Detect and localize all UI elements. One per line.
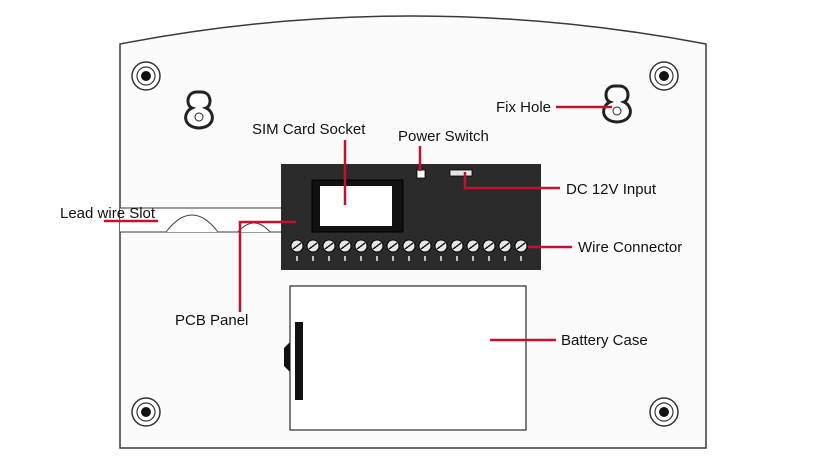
label-fix-hole: Fix Hole — [496, 99, 551, 116]
terminal-screw — [466, 239, 480, 261]
battery-clip — [295, 322, 303, 400]
keyhole-fix-hole-right — [602, 84, 632, 124]
terminal-screw — [386, 239, 400, 261]
pcb-panel — [281, 164, 541, 270]
terminal-screw — [434, 239, 448, 261]
label-pcb-panel: PCB Panel — [175, 312, 248, 329]
terminal-screw — [290, 239, 304, 261]
label-power-switch: Power Switch — [398, 128, 489, 145]
label-battery-case: Battery Case — [561, 332, 648, 349]
terminal-screw — [514, 239, 528, 261]
power-switch — [416, 169, 426, 179]
terminal-screw — [306, 239, 320, 261]
wire-connector-terminals — [290, 239, 528, 261]
terminal-screw — [338, 239, 352, 261]
terminal-screw — [482, 239, 496, 261]
terminal-screw — [450, 239, 464, 261]
terminal-screw — [418, 239, 432, 261]
sim-card-slot — [320, 186, 392, 226]
corner-screw-top-left — [131, 61, 161, 91]
corner-screw-top-right — [649, 61, 679, 91]
battery-case — [284, 285, 527, 431]
battery-tab — [284, 342, 290, 372]
leader-pcb-panel — [238, 220, 296, 312]
leader-lines — [104, 105, 612, 342]
keyhole-fix-hole-left — [184, 90, 214, 130]
label-wire-connector: Wire Connector — [578, 239, 682, 256]
dc-input-jack — [449, 169, 473, 177]
terminal-screw — [354, 239, 368, 261]
terminal-screw — [322, 239, 336, 261]
label-sim-card-socket: SIM Card Socket — [252, 121, 366, 138]
terminal-screw — [402, 239, 416, 261]
terminal-screw — [370, 239, 384, 261]
terminal-screw — [498, 239, 512, 261]
leader-dc-input — [463, 172, 560, 190]
corner-screw-bottom-left — [131, 397, 161, 427]
label-lead-wire-slot: Lead wire Slot — [60, 205, 156, 222]
lead-wire-slot — [120, 207, 293, 233]
corner-screw-bottom-right — [649, 397, 679, 427]
label-dc-input: DC 12V Input — [566, 181, 657, 198]
